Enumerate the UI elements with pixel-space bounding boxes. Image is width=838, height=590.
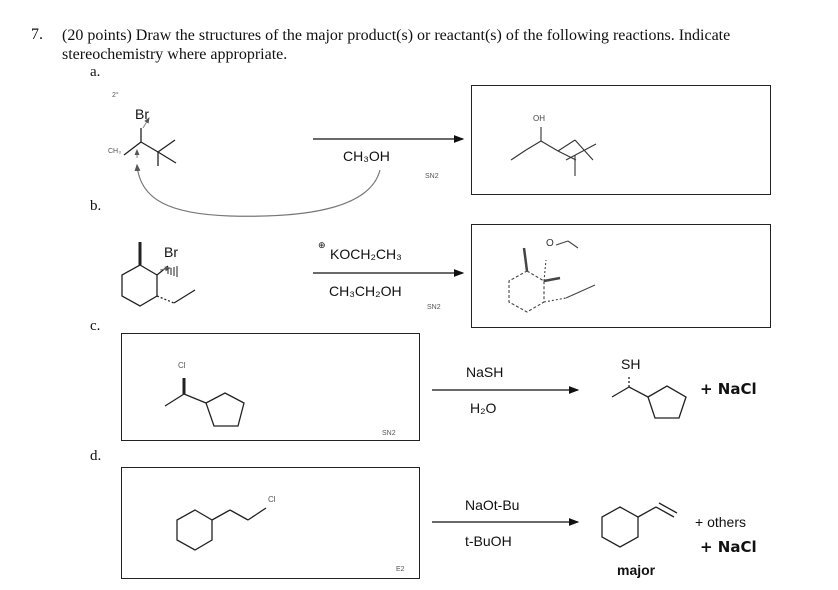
annotation-curve-arrow-ab bbox=[134, 163, 381, 217]
part-a-reactant-structure bbox=[123, 128, 177, 166]
part-b-answer-box bbox=[471, 224, 771, 328]
part-a-leaving-group-label: Br bbox=[135, 106, 149, 122]
part-a-annotation-arrow bbox=[142, 117, 150, 129]
part-d-reactant-cl: Cl bbox=[268, 495, 276, 504]
part-d-label: d. bbox=[90, 448, 102, 464]
part-a-product-oh: OH bbox=[533, 114, 545, 123]
question-number: 7. bbox=[31, 26, 43, 43]
part-a-reagent: CH₃OH bbox=[343, 148, 390, 164]
part-d-others: + others bbox=[695, 514, 746, 530]
part-a-sn-note: SN2 bbox=[425, 173, 439, 180]
part-b-product-oxygen: O bbox=[546, 238, 554, 249]
part-b-hash-bond bbox=[167, 266, 178, 277]
part-a-label: a. bbox=[90, 64, 101, 80]
part-d-answer-box bbox=[121, 467, 420, 579]
part-b-sn-note: SN2 bbox=[427, 304, 441, 311]
question-text: (20 points) Draw the structures of the m… bbox=[62, 27, 731, 63]
part-d-reagent-top: NaOt-Bu bbox=[465, 497, 520, 513]
part-d-reagent-bottom: t-BuOH bbox=[465, 533, 512, 549]
part-c-byproduct: + NaCl bbox=[700, 380, 757, 398]
part-c-product-structure bbox=[611, 375, 687, 419]
part-c-product-sh: SH bbox=[621, 356, 641, 372]
part-a-answer-box bbox=[471, 85, 771, 195]
part-c-box-note: SN2 bbox=[382, 430, 396, 437]
part-d-reactant-structure bbox=[176, 507, 267, 551]
part-d-box-note: E2 bbox=[396, 566, 405, 573]
part-b-reagent-top: KOCH₂CH₃ bbox=[330, 246, 402, 262]
part-a-scribble-2: CH₃ bbox=[108, 148, 121, 155]
part-b-charge: ⊕ bbox=[318, 240, 326, 250]
part-c-answer-box bbox=[121, 333, 420, 441]
part-d-product-structure bbox=[601, 502, 678, 548]
part-b-annotation-arrow bbox=[159, 266, 171, 272]
part-a-scribble: 2° bbox=[112, 92, 119, 99]
part-b-reagent-bottom: CH₃CH₂OH bbox=[329, 283, 402, 299]
part-b-leaving-group-label: Br bbox=[164, 244, 178, 260]
part-b-reactant-structure bbox=[121, 242, 196, 307]
part-b-label: b. bbox=[90, 198, 102, 214]
part-c-reagent-bottom: H₂O bbox=[470, 400, 497, 416]
part-c-reactant-structure bbox=[164, 378, 245, 427]
part-d-major-label: major bbox=[617, 562, 656, 578]
part-a-product-structure bbox=[510, 127, 597, 176]
part-d-byproduct: + NaCl bbox=[700, 538, 757, 556]
part-c-label: c. bbox=[90, 318, 101, 334]
part-b-product-structure bbox=[508, 240, 596, 313]
part-c-reagent-top: NaSH bbox=[466, 364, 504, 380]
part-c-reactant-cl: Cl bbox=[178, 361, 186, 370]
